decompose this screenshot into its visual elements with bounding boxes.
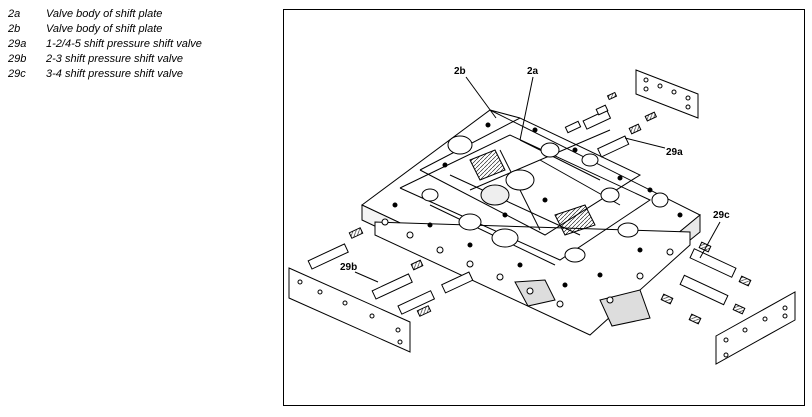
legend-item: 2b Valve body of shift plate bbox=[8, 22, 202, 37]
legend-key: 29c bbox=[8, 68, 26, 80]
legend-text: 2-3 shift pressure shift valve bbox=[46, 53, 183, 65]
legend-key: 2b bbox=[8, 23, 21, 35]
cover-plate-left bbox=[288, 267, 411, 353]
callout-29b: 29b bbox=[340, 262, 357, 273]
legend-item: 29b 2-3 shift pressure shift valve bbox=[8, 52, 202, 67]
callout-2b: 2b bbox=[454, 66, 466, 77]
legend-key: 29a bbox=[8, 38, 27, 50]
legend-text: 3-4 shift pressure shift valve bbox=[46, 68, 183, 80]
legend: 2a Valve body of shift plate 2b Valve bo… bbox=[8, 7, 202, 82]
legend-key: 2a bbox=[8, 8, 21, 20]
cover-plate-right bbox=[715, 291, 796, 365]
legend-item: 29a 1-2/4-5 shift pressure shift valve bbox=[8, 37, 202, 52]
legend-text: Valve body of shift plate bbox=[46, 23, 163, 35]
leader-lines bbox=[354, 76, 721, 283]
legend-text: Valve body of shift plate bbox=[46, 8, 163, 20]
legend-item: 29c 3-4 shift pressure shift valve bbox=[8, 67, 202, 82]
callout-29c: 29c bbox=[713, 210, 730, 221]
shift-valve-29b-parts bbox=[307, 227, 474, 317]
legend-text: 1-2/4-5 shift pressure shift valve bbox=[46, 38, 202, 50]
cover-plate-top-right bbox=[635, 69, 699, 119]
callout-2a: 2a bbox=[527, 66, 539, 77]
legend-key: 29b bbox=[8, 53, 27, 65]
legend-item: 2a Valve body of shift plate bbox=[8, 7, 202, 22]
shift-valve-29a-parts bbox=[564, 91, 658, 158]
valve-body-assembly bbox=[361, 109, 701, 336]
callout-29a: 29a bbox=[666, 147, 683, 158]
